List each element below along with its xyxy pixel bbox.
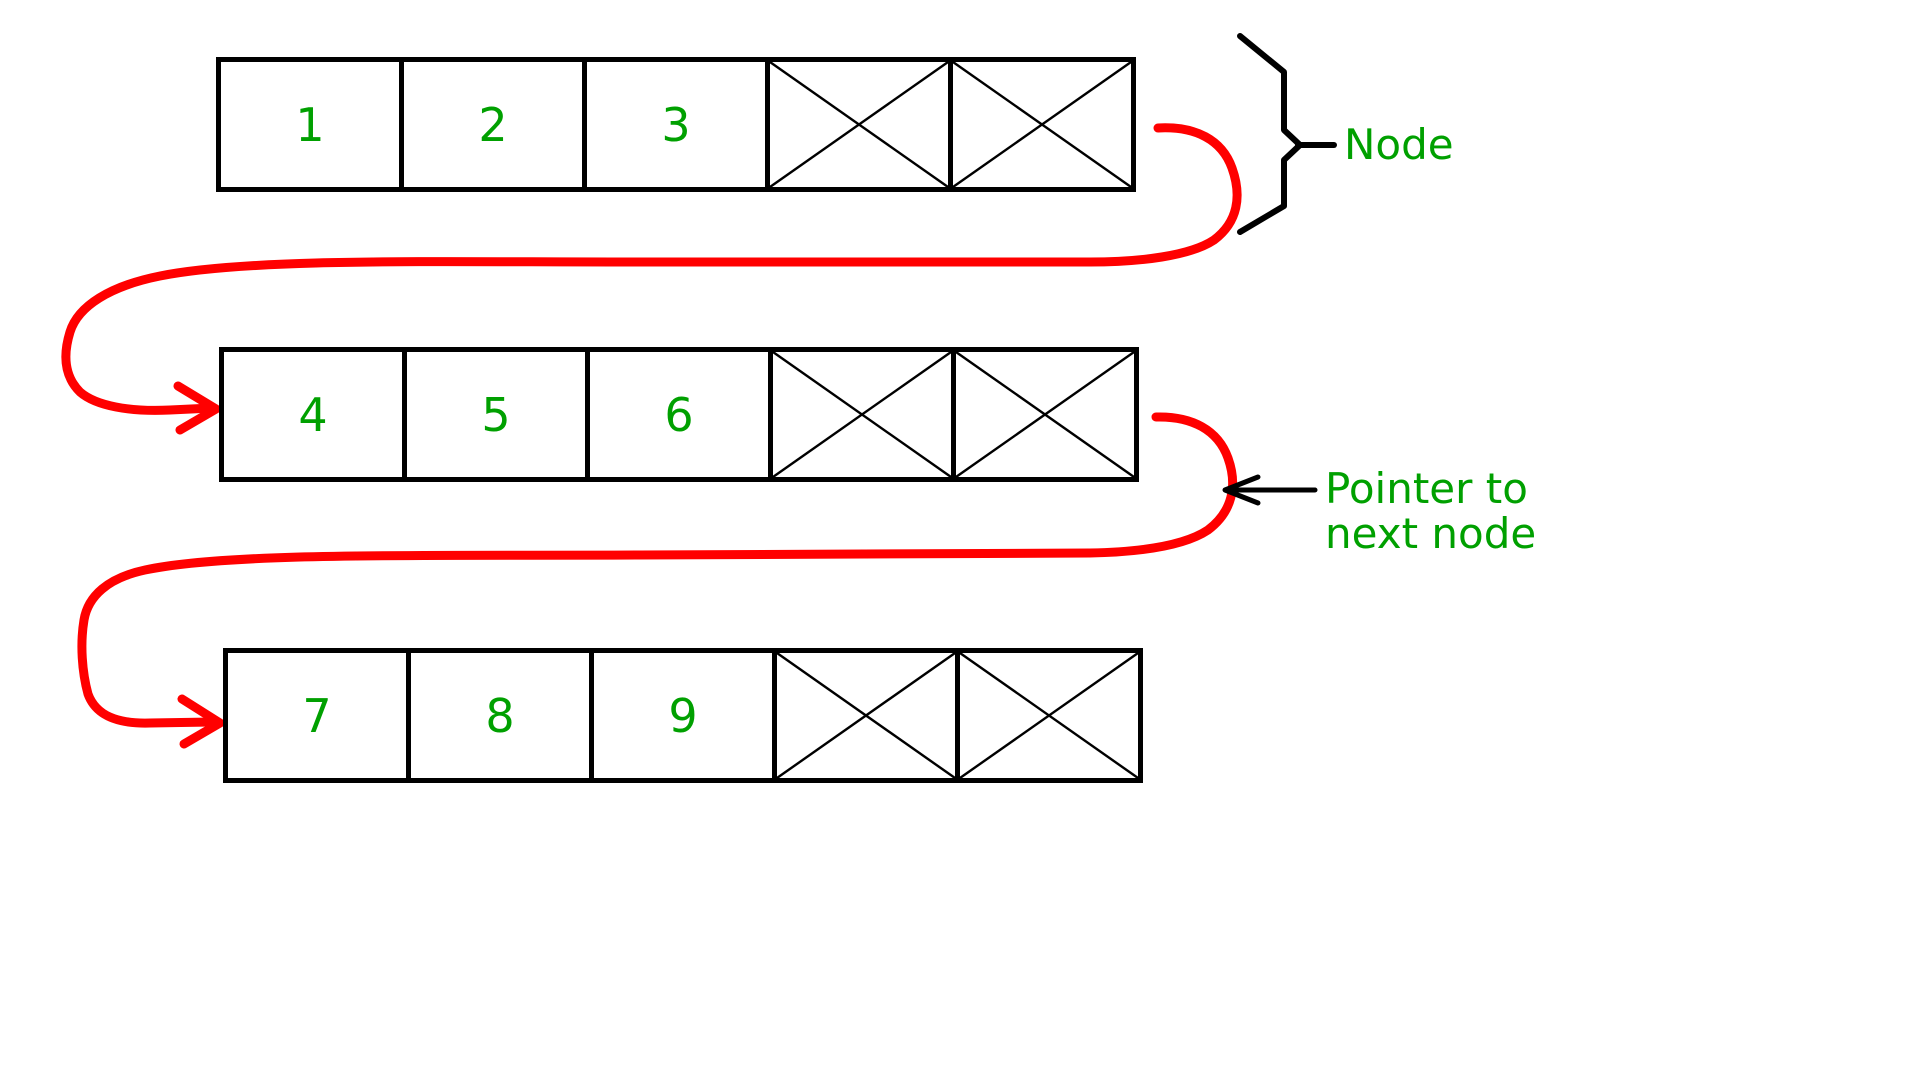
cross-icon xyxy=(956,352,1134,477)
data-cell: 5 xyxy=(402,347,590,482)
node-row-3: 7 8 9 xyxy=(223,648,1143,783)
pointer-cell xyxy=(948,57,1136,192)
pointer-cell xyxy=(955,648,1143,783)
data-cell: 1 xyxy=(216,57,404,192)
pointer-cell xyxy=(765,57,953,192)
cell-value: 3 xyxy=(661,97,691,152)
cross-icon xyxy=(777,653,955,778)
pointer-cell xyxy=(772,648,960,783)
data-cell: 6 xyxy=(585,347,773,482)
data-cell: 9 xyxy=(589,648,777,783)
cell-value: 6 xyxy=(664,387,694,442)
node-label: Node xyxy=(1344,120,1454,169)
data-cell: 3 xyxy=(582,57,770,192)
node-row-2: 4 5 6 xyxy=(219,347,1139,482)
cell-value: 5 xyxy=(481,387,511,442)
cross-icon xyxy=(960,653,1138,778)
cross-icon xyxy=(953,62,1131,187)
cell-value: 8 xyxy=(485,688,515,743)
data-cell: 2 xyxy=(399,57,587,192)
pointer-cell xyxy=(768,347,956,482)
cell-value: 2 xyxy=(478,97,508,152)
pointer-cell xyxy=(951,347,1139,482)
data-cell: 8 xyxy=(406,648,594,783)
pointer-to-next-node-label: Pointer to next node xyxy=(1325,464,1537,559)
data-cell: 7 xyxy=(223,648,411,783)
cross-icon xyxy=(770,62,948,187)
node-row-1: 1 2 3 xyxy=(216,57,1136,192)
cross-icon xyxy=(773,352,951,477)
cell-value: 7 xyxy=(302,688,332,743)
cell-value: 1 xyxy=(295,97,325,152)
node-brace xyxy=(1237,33,1337,235)
pointer-arrow-node1-to-node2 xyxy=(61,123,1242,435)
cell-value: 4 xyxy=(298,387,328,442)
cell-value: 9 xyxy=(668,688,698,743)
data-cell: 4 xyxy=(219,347,407,482)
pointer-label-leader-arrow xyxy=(1222,474,1318,506)
